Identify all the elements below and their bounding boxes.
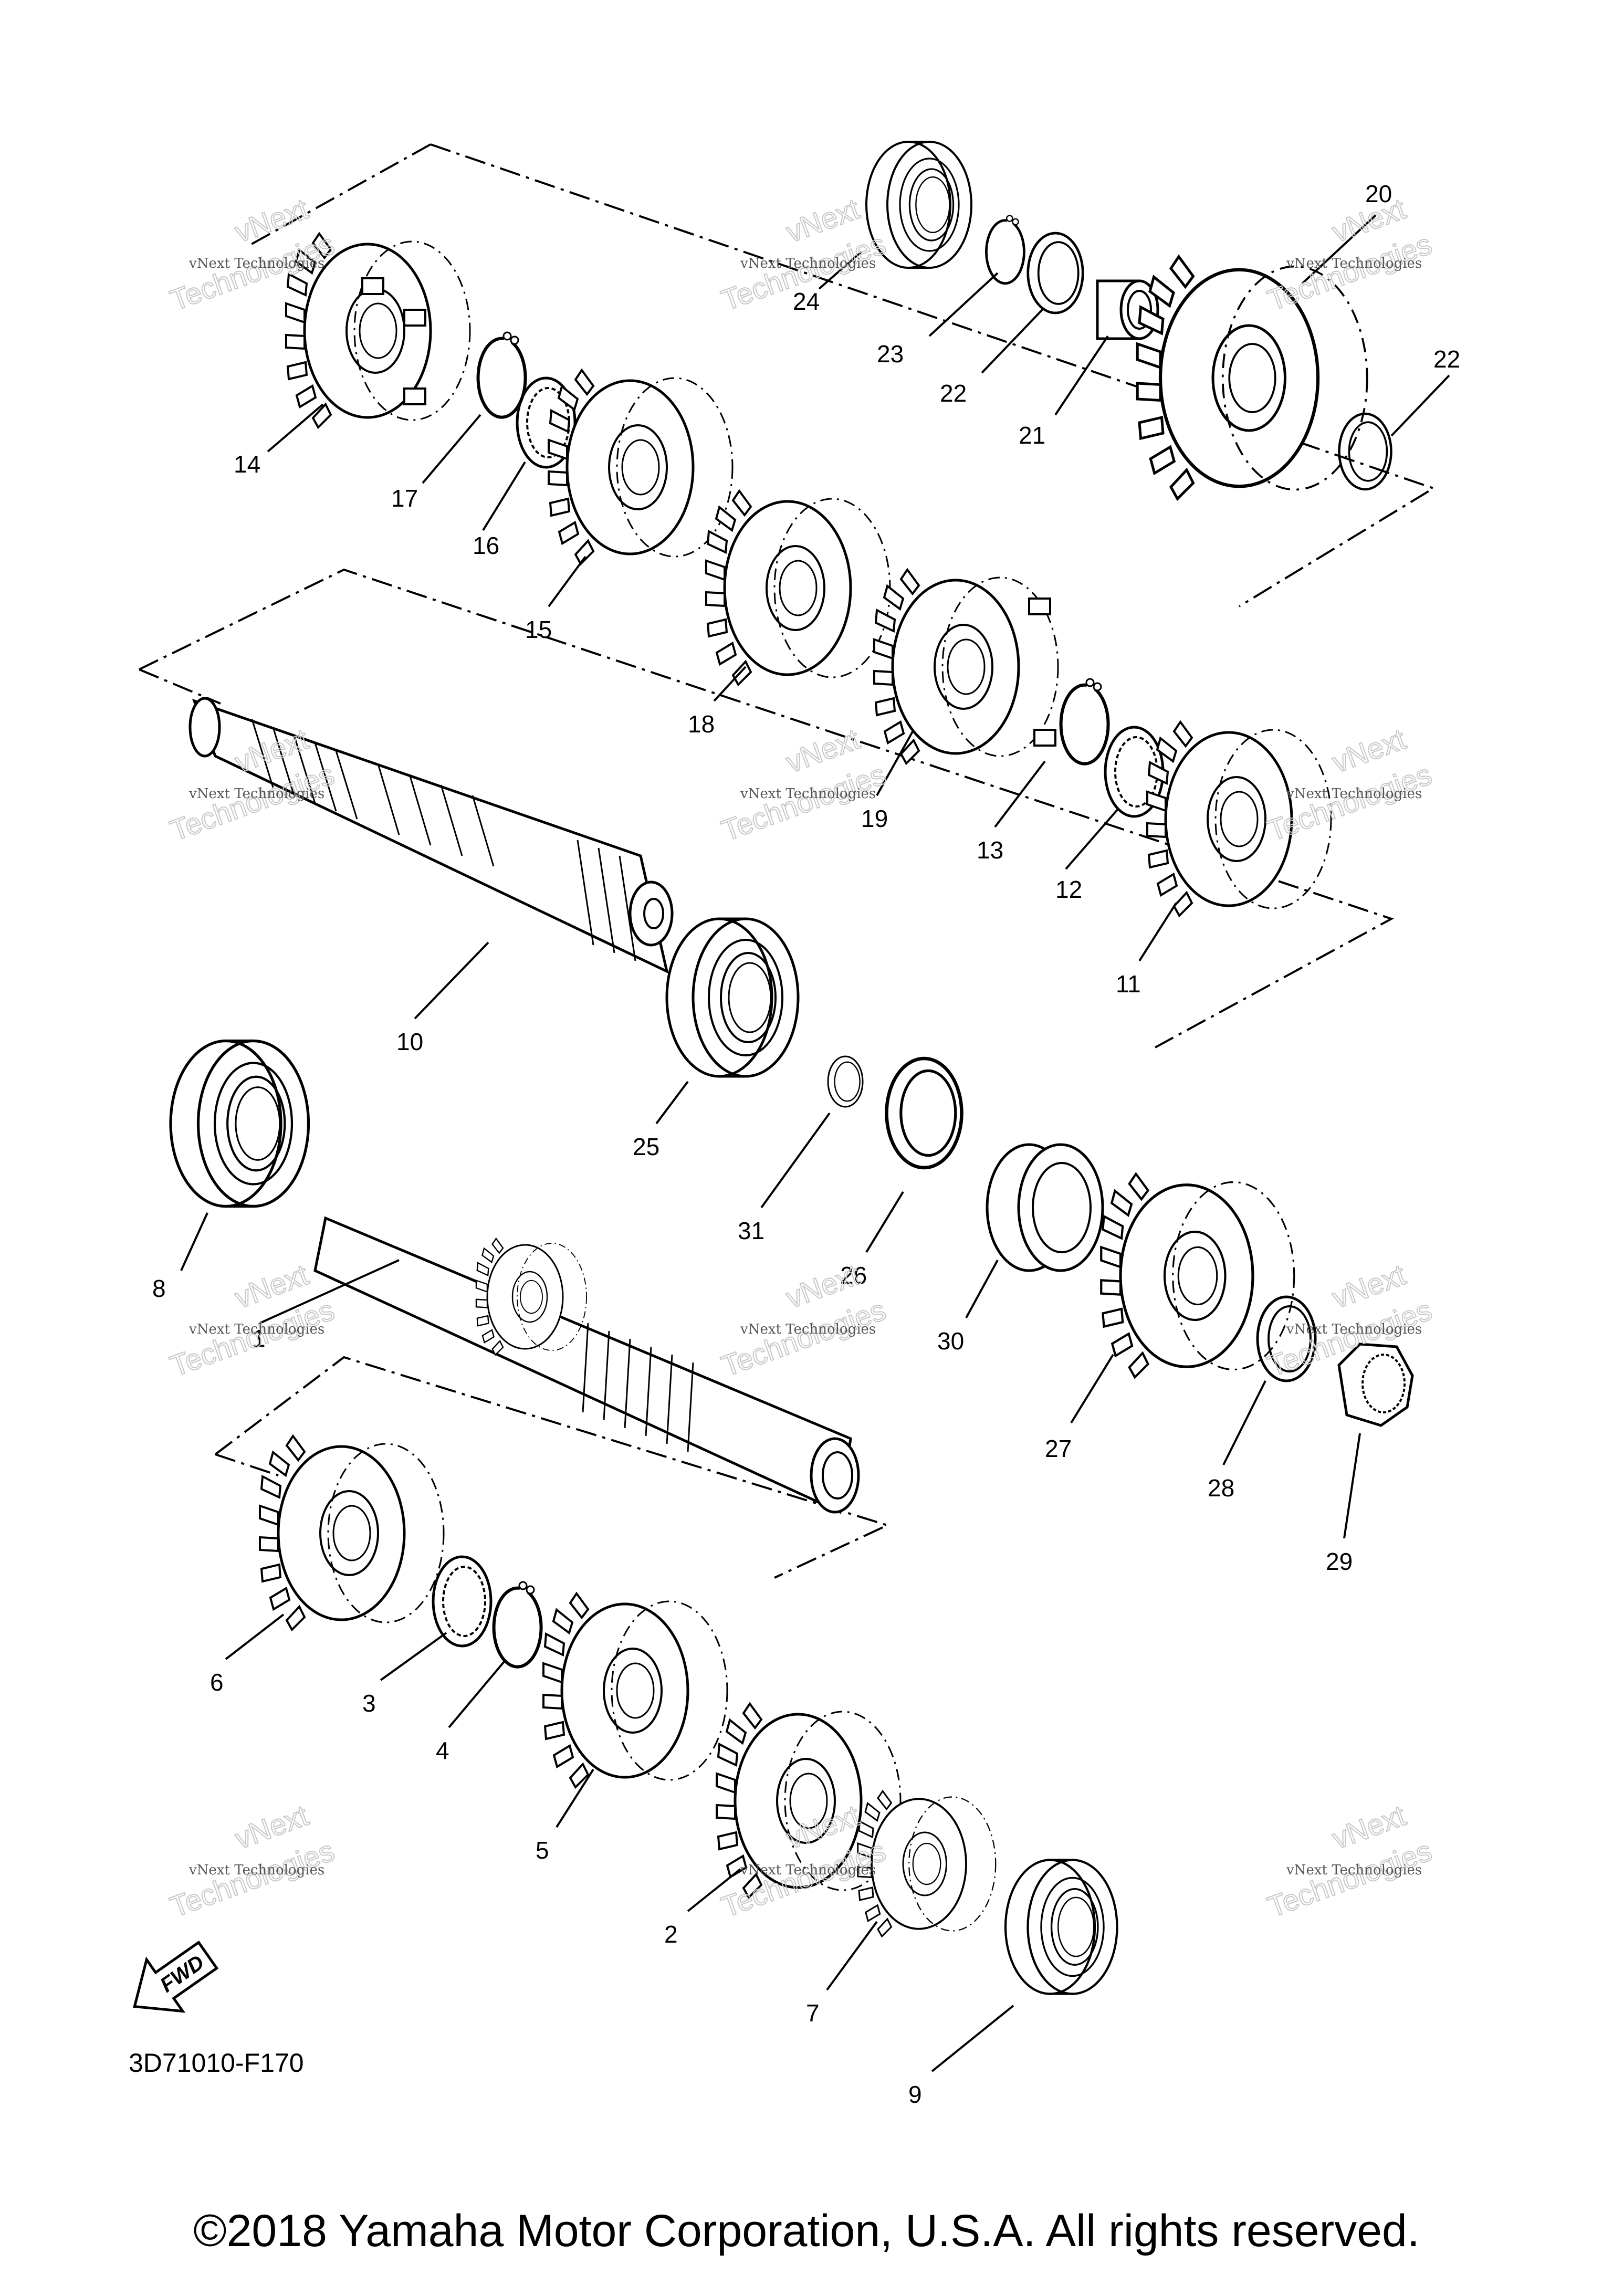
svg-text:vNext Technologies: vNext Technologies — [188, 786, 324, 802]
label-2: 2 — [664, 1921, 678, 1948]
label-31: 31 — [738, 1217, 764, 1244]
leader-lines — [180, 214, 1450, 2072]
watermark: vNext Technologies vNext Technologies — [1263, 721, 1437, 847]
label-27: 27 — [1045, 1435, 1072, 1462]
part-6-gear — [260, 1436, 444, 1630]
svg-text:vNext Technologies: vNext Technologies — [188, 1322, 324, 1337]
label-8: 8 — [152, 1275, 166, 1302]
part-18-gear — [706, 491, 890, 685]
label-19: 19 — [861, 805, 888, 832]
label-23: 23 — [877, 340, 904, 368]
label-29: 29 — [1326, 1548, 1353, 1575]
label-6: 6 — [210, 1669, 224, 1696]
label-9: 9 — [908, 2081, 922, 2108]
label-3: 3 — [362, 1690, 376, 1717]
part-23-circlip — [986, 215, 1024, 283]
part-8-bearing — [171, 1041, 309, 1207]
svg-text:vNext Technologies: vNext Technologies — [1286, 1862, 1422, 1878]
part-22-washer-a — [1028, 233, 1083, 313]
label-14: 14 — [234, 450, 260, 478]
watermark: vNext Technologies vNext Technologies — [165, 1798, 339, 1924]
part-13-circlip — [1061, 679, 1108, 764]
part-30-collar — [986, 1143, 1104, 1272]
label-22a: 22 — [940, 380, 967, 407]
label-5: 5 — [536, 1837, 549, 1864]
part-4-circlip — [494, 1582, 541, 1667]
forward-direction-arrow: FWD — [133, 1941, 219, 2013]
svg-text:vNext Technologies: vNext Technologies — [188, 256, 324, 271]
label-28: 28 — [1208, 1474, 1234, 1502]
part-19-gear — [874, 570, 1058, 763]
copyright-notice: ©2018 Yamaha Motor Corporation, U.S.A. A… — [193, 2206, 1420, 2256]
diagram-code: 3D71010-F170 — [129, 2048, 304, 2078]
svg-text:vNext Technologies: vNext Technologies — [188, 1862, 324, 1878]
label-18: 18 — [688, 710, 715, 738]
label-24: 24 — [793, 288, 820, 315]
part-29-nut — [1337, 1343, 1414, 1427]
part-26-oil-seal — [887, 1058, 962, 1168]
label-11: 11 — [1116, 970, 1141, 998]
label-16: 16 — [473, 532, 499, 559]
part-15-gear — [549, 370, 732, 564]
watermark: vNext Technologies vNext Technologies — [1263, 1798, 1437, 1924]
label-12: 12 — [1055, 876, 1082, 903]
label-4: 4 — [436, 1737, 449, 1764]
svg-text:vNext Technologies: vNext Technologies — [740, 256, 876, 271]
label-1: 1 — [252, 1325, 266, 1352]
part-3-spline-washer — [433, 1557, 491, 1646]
part-31-oring — [827, 1055, 864, 1108]
label-7: 7 — [806, 1999, 820, 2027]
lower-group-outline-b — [215, 1453, 279, 1476]
label-13: 13 — [977, 836, 1003, 864]
label-22b: 22 — [1433, 345, 1460, 373]
part-9-bearing — [1005, 1860, 1117, 1994]
part-27-sprocket — [1101, 1174, 1294, 1377]
svg-text:vNext Technologies: vNext Technologies — [740, 786, 876, 802]
part-21-bushing — [1096, 279, 1159, 340]
svg-text:vNext Technologies: vNext Technologies — [740, 1322, 876, 1337]
watermark: vNext Technologies vNext Technologies — [1263, 191, 1437, 317]
label-25: 25 — [633, 1133, 659, 1160]
part-5-gear — [543, 1593, 727, 1787]
label-17: 17 — [391, 485, 418, 512]
upper-group-outline — [246, 143, 431, 248]
label-10: 10 — [396, 1028, 423, 1055]
label-30: 30 — [937, 1327, 964, 1355]
svg-text:vNext Technologies: vNext Technologies — [1286, 786, 1422, 802]
part-1-axle — [313, 1216, 860, 1514]
label-21: 21 — [1019, 422, 1045, 449]
part-22-washer-b — [1339, 414, 1391, 489]
lower-group-outline — [214, 1356, 891, 1579]
middle-group-outline — [139, 568, 1394, 1049]
part-25-bearing — [667, 919, 798, 1076]
part-10-shaft — [188, 697, 674, 974]
part-14-gear — [286, 234, 470, 427]
label-26: 26 — [840, 1262, 867, 1289]
label-20: 20 — [1365, 180, 1392, 207]
svg-text:vNext Technologies: vNext Technologies — [1286, 256, 1422, 271]
part-labels: 14 17 16 15 18 19 13 12 11 10 25 31 26 3… — [152, 180, 1460, 2108]
label-15: 15 — [525, 616, 552, 643]
watermark: vNext Technologies vNext Technologies — [165, 1257, 339, 1383]
svg-text:vNext Technologies: vNext Technologies — [740, 1862, 876, 1878]
svg-text:vNext Technologies: vNext Technologies — [1286, 1322, 1422, 1337]
